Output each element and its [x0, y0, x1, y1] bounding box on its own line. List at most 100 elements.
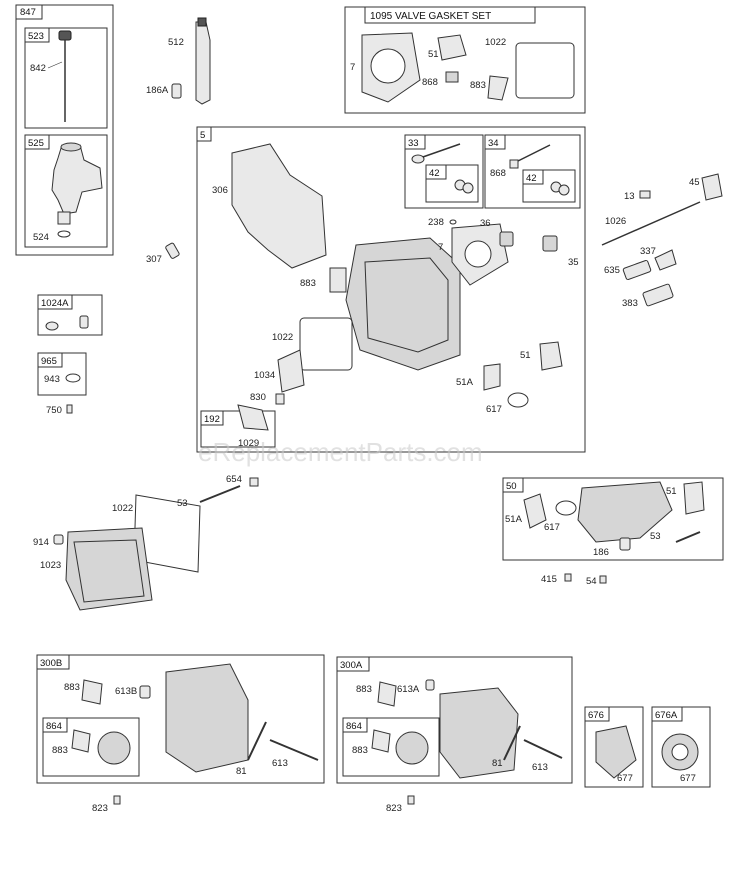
group-300B-muffler: 300B 883 613B 864 883 81 613: [36, 654, 325, 784]
part-label-p1022b: 1022: [272, 332, 293, 343]
oil-fill-tube: [51, 144, 103, 215]
group-523: 523 842: [24, 27, 108, 129]
part-label-p337: 337: [640, 246, 656, 257]
valve-cover-1023: [65, 527, 153, 611]
part-label-p677b: 677: [680, 773, 696, 784]
part-label-p654: 654: [226, 474, 242, 485]
part-label-p306: 306: [212, 185, 228, 196]
dipstick-tube-512: 512: [168, 17, 211, 105]
part-label-p883e: 883: [356, 684, 372, 695]
part-label-g300B: 300B: [40, 658, 62, 669]
watermark: eReplacementParts.com: [198, 437, 483, 467]
part-label-g34: 34: [488, 138, 499, 149]
dipstick-cap: [58, 30, 72, 41]
part-label-p1034: 1034: [254, 370, 275, 381]
part-label-p617a: 617: [486, 404, 502, 415]
part-label-p51Ab: 51A: [505, 514, 523, 525]
part-label-p307: 307: [146, 254, 162, 265]
part-label-p823a: 823: [92, 803, 108, 814]
part-label-p617b: 617: [544, 522, 560, 533]
part-label-p415: 415: [541, 574, 557, 585]
part-label-g1024A: 1024A: [41, 298, 69, 309]
group-847: 847: [15, 4, 114, 256]
part-label-g864a: 864: [46, 721, 62, 732]
part-label-g676A: 676A: [655, 710, 678, 721]
part-label-p883f: 883: [352, 745, 368, 756]
part-415: 415: [541, 573, 572, 585]
part-label-p51a: 51: [428, 49, 439, 60]
part-label-g1095: 1095 VALVE GASKET SET: [370, 11, 491, 22]
part-label-p823b: 823: [386, 803, 402, 814]
part-label-g5: 5: [200, 130, 205, 141]
part-label-p238: 238: [428, 217, 444, 228]
part-label-p883a: 883: [470, 80, 486, 91]
part-label-p7a: 7: [350, 62, 355, 73]
part-label-p54: 54: [586, 576, 597, 587]
group-676: 676 677: [584, 706, 644, 788]
part-label-g864b: 864: [346, 721, 362, 732]
part-label-p51c: 51: [666, 486, 677, 497]
part-label-p35: 35: [568, 257, 579, 268]
part-label-p186A: 186A: [146, 85, 169, 96]
valve-cover-assembly: 53 654 1022 914 1023: [33, 474, 259, 611]
part-label-g847: 847: [20, 7, 36, 18]
part-label-p7b: 7: [438, 242, 443, 253]
part-label-p53b: 53: [650, 531, 661, 542]
part-label-p868a: 868: [422, 77, 438, 88]
group-965: 965 943: [37, 352, 87, 396]
part-label-p613Ba: 613B: [115, 686, 137, 697]
part-label-p13: 13: [624, 191, 635, 202]
screw-186A: 186A: [146, 83, 182, 99]
muffler-300B: [165, 663, 249, 773]
part-label-g42b: 42: [526, 173, 537, 184]
cylinder-head: [345, 237, 461, 371]
part-label-g300A: 300A: [340, 660, 363, 671]
part-label-p51b: 51: [520, 350, 531, 361]
part-label-g50: 50: [506, 481, 517, 492]
part-54: 54: [586, 575, 607, 587]
part-label-g192: 192: [204, 414, 220, 425]
group-5-cylinder-head: 5 306 883 7 1022 1034 830 192 1029 33: [196, 126, 586, 453]
part-label-g965: 965: [41, 356, 57, 367]
group-1024A: 1024A: [37, 294, 103, 336]
rocker-parts: 13 45 1026 337 635 383: [601, 173, 723, 309]
part-label-p51Aa: 51A: [456, 377, 474, 388]
part-label-p1026: 1026: [605, 216, 626, 227]
part-label-p383: 383: [622, 298, 638, 309]
group-676A: 676A 677: [651, 706, 711, 788]
part-label-p524: 524: [33, 232, 49, 243]
part-label-p883d: 883: [52, 745, 68, 756]
part-label-g525: 525: [28, 138, 44, 149]
part-label-g42a: 42: [429, 168, 440, 179]
muffler-300A: [439, 687, 519, 779]
part-label-p613a: 613: [272, 758, 288, 769]
part-label-p36: 36: [480, 218, 491, 229]
part-label-p883c: 883: [64, 682, 80, 693]
group-50: 50 51A 617 51 186 53: [502, 477, 724, 561]
part-label-p677a: 677: [617, 773, 633, 784]
part-label-g33: 33: [408, 138, 419, 149]
part-label-g676: 676: [588, 710, 604, 721]
part-label-p943: 943: [44, 374, 60, 385]
part-label-p53a: 53: [177, 498, 188, 509]
part-label-p613Aa: 613A: [397, 684, 420, 695]
part-750: 750: [46, 404, 73, 416]
part-label-p883b: 883: [300, 278, 316, 289]
part-label-p1022c: 1022: [112, 503, 133, 514]
group-300A-muffler: 300A 883 613A 864 883 81 613: [336, 656, 573, 784]
part-label-p81a: 81: [236, 766, 247, 777]
intake-manifold: [577, 481, 673, 543]
part-label-p81b: 81: [492, 758, 503, 769]
part-823-a: 823: [92, 795, 121, 814]
air-guide-306: [231, 143, 327, 269]
part-label-g523: 523: [28, 31, 44, 42]
part-label-p868b: 868: [490, 168, 506, 179]
part-label-p1029: 1029: [238, 438, 259, 449]
part-label-p914: 914: [33, 537, 49, 548]
screw-307: 307: [146, 242, 180, 265]
part-label-p830: 830: [250, 392, 266, 403]
part-label-p842: 842: [30, 63, 46, 74]
part-label-p1022a: 1022: [485, 37, 506, 48]
part-label-p635: 635: [604, 265, 620, 276]
